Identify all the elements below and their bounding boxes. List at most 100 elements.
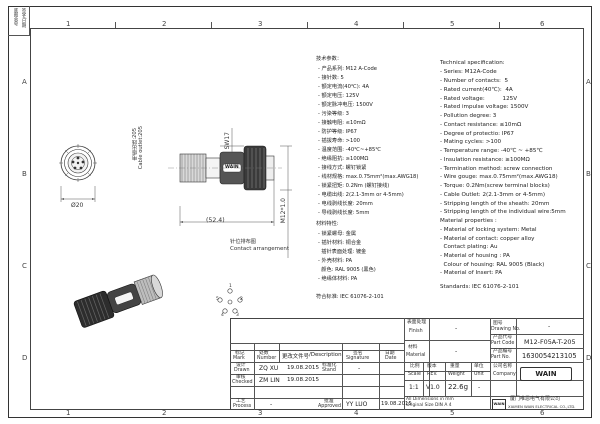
zone-bottom-5: 5 — [450, 409, 455, 417]
checked-label-en: Checked — [232, 380, 253, 385]
zone-tick — [211, 22, 212, 28]
spec-cn-heading: 技术参数： — [316, 56, 342, 62]
spec-en-contacts: - Number of contacts: 5 — [440, 78, 509, 84]
title-block-rule — [404, 396, 584, 397]
zone-bottom-4: 4 — [354, 409, 359, 417]
company-name-cn: 厦门唯恩电气有限公司 — [510, 396, 561, 402]
thread-dimension: M12*1.0 — [280, 198, 287, 224]
title-block-divider — [423, 362, 424, 396]
spec-en-voltage: - Rated voltage: 125V — [440, 96, 518, 102]
title-block-divider — [254, 343, 255, 410]
title-block-divider — [429, 318, 430, 396]
title-block-rule — [230, 350, 404, 351]
spec-cn-voltage: - 额定电压: 125V — [318, 93, 360, 99]
cable-outlet-label-en: Cable outlet:205 — [138, 126, 144, 170]
drawn-name: ZQ XU — [259, 365, 279, 372]
side-view-connector — [168, 128, 292, 258]
spec-en-pollution: - Pollution degree: 3 — [440, 113, 497, 119]
material-value: - — [455, 348, 458, 355]
spec-en-locking-material: - Material of locking system: Metal — [440, 227, 537, 233]
zone-top-2: 2 — [162, 20, 167, 28]
zone-side-d: D — [22, 354, 28, 362]
spec-en-torque: - Torque: 0.2Nm(screw terminal blocks) — [440, 183, 550, 189]
finish-value: - — [455, 325, 458, 332]
title-block — [230, 318, 584, 410]
spec-cn-wire-strip: - 导线剥线长度: 5mm — [318, 210, 370, 216]
zone-side-a: A — [22, 78, 27, 86]
spec-cn-termination: - 接线方式: 螺钉锁紧 — [318, 165, 367, 171]
spec-cn-protection: - 防护等级: IP67 — [318, 129, 357, 135]
spec-cn-mating-cycles: - 插拔寿命: >100 — [318, 138, 360, 144]
dimension-note-mm: All Dimensions in mm — [406, 397, 454, 402]
pin-layout-title-en: Contact arrangement — [230, 246, 290, 252]
zone-side-a-right: A — [586, 78, 591, 86]
spec-en-material-heading: Material properties : — [440, 218, 497, 224]
pin-label-4: 4 — [221, 313, 224, 318]
spec-cn-contact-resistance: - 接触电阻: ≤10mΩ — [318, 120, 366, 126]
spec-en-contact-plating: Contact plating: Au — [440, 244, 498, 250]
pin-layout-title-cn: 针位排布图 — [230, 239, 256, 245]
zone-bottom-3: 3 — [258, 409, 263, 417]
sheet-border — [8, 6, 592, 418]
spec-en-standard: Standards: IEC 61076-2-101 — [440, 284, 519, 290]
unit-value: - — [478, 384, 481, 391]
spec-en-heading: Technical specification: — [440, 60, 505, 66]
left-strip-label-mid: 签字/日期 — [21, 8, 26, 28]
spec-cn-current: - 额定电流(40℃): 4A — [318, 84, 369, 90]
title-block-rule — [230, 374, 404, 375]
company-name-en: XIAMEN WAIN ELECTRICAL CO.,LTD. — [508, 404, 576, 409]
scale-label-en: Scale — [408, 372, 421, 377]
drawn-date: 19.08.2015 — [287, 365, 320, 371]
title-block-divider — [279, 343, 280, 362]
spec-cn-temperature: - 温度范围: -40℃~+85℃ — [318, 147, 382, 153]
spec-cn-series: - 产品系列: M12 A-Code — [318, 66, 377, 72]
rev-label-en: REV. — [427, 372, 438, 377]
number-label-en: Number — [257, 356, 277, 361]
title-block-rule — [404, 380, 584, 381]
process-label-cn: 工艺 — [236, 399, 246, 404]
spec-en-mating-cycles: - Mating cycles: >100 — [440, 139, 502, 145]
spec-en-insulation: - Insulation resistance: ≥100MΩ — [440, 157, 530, 163]
side-view-logo-text: WAIN — [225, 165, 239, 170]
spec-cn-impulse-voltage: - 额定脉冲电压: 1500V — [318, 102, 373, 108]
date-label-cn: 日期 — [385, 351, 395, 356]
title-block-rule — [404, 371, 490, 372]
spec-cn-locking-material: - 锁紧螺母: 金属 — [318, 231, 357, 237]
unit-label-cn: 单位 — [474, 364, 484, 369]
title-block-rule — [490, 334, 584, 335]
title-block-divider — [516, 318, 517, 396]
zone-top-1: 1 — [66, 20, 71, 28]
drawing-no-label-en: Drawing No. — [491, 327, 521, 332]
date-label-en: Date — [385, 356, 397, 361]
mark-label-en: Mark — [233, 356, 245, 361]
title-block-divider — [490, 318, 491, 410]
spec-cn-standard: 符合标准: IEC 61076-2-101 — [316, 294, 384, 300]
drawing-frame — [30, 28, 584, 410]
weight-label-en: Weight — [448, 372, 465, 377]
zone-bottom-1: 1 — [66, 409, 71, 417]
pin-label-3: 3 — [236, 313, 239, 318]
diameter-dimension: Ø20 — [71, 202, 84, 209]
process-label-en: Process — [233, 404, 252, 409]
spec-cn-torque: - 锁紧扭矩: 0.2Nm (螺钉接线) — [318, 183, 390, 189]
part-no-label-cn: 产品编号 — [493, 349, 513, 354]
spec-en-contact-material: - Material of contact: copper alloy — [440, 236, 535, 242]
drawn-label-cn: 设计 — [236, 363, 246, 368]
spec-en-temperature: - Temperature range: -40℃ ~ +85℃ — [440, 148, 543, 154]
approved-name: YY LUO — [346, 401, 368, 408]
spec-cn-insulation: - 绝缘阻抗: ≥100MΩ — [318, 156, 369, 162]
spec-en-cable-outlet: - Cable Outlet: 2(2.1-3mm or 4-5mm) — [440, 192, 546, 198]
title-block-rule — [230, 343, 404, 344]
mark-label-cn: 标记 — [235, 351, 245, 356]
front-view-connector — [59, 144, 97, 202]
approved-label-cn: 批准 — [324, 399, 334, 404]
left-strip-label-top: 底图总号 — [13, 8, 18, 26]
title-block-divider — [379, 343, 380, 410]
left-strip-box — [8, 6, 30, 36]
spec-en-housing-colour: Colour of housing: RAL 9005 (Black) — [440, 262, 545, 268]
spec-en-housing-material: - Material of housing : PA — [440, 253, 510, 259]
spec-en-series: - Series: M12A-Code — [440, 69, 497, 75]
stand-label-en: Stand — [322, 368, 336, 373]
spec-cn-contact-material: - 插针材料: 铜合金 — [318, 240, 362, 246]
material-label-en: Material — [406, 353, 426, 358]
